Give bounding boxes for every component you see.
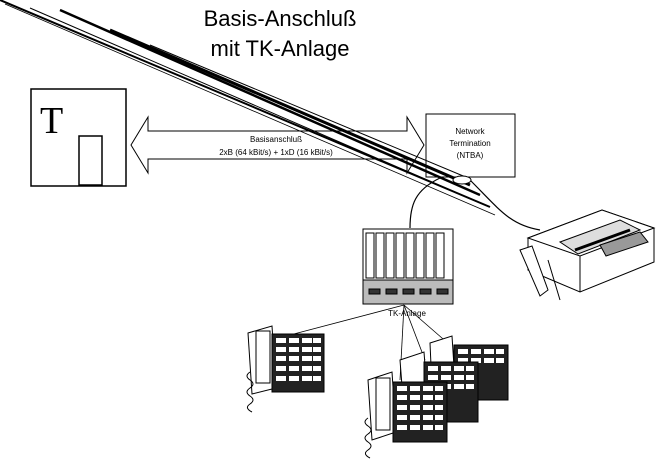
tk-anlage-unit — [362, 228, 454, 305]
telekom-exchange-box: T — [30, 88, 127, 187]
system-phone-left — [246, 325, 325, 413]
basisanschluss-arrow — [130, 115, 425, 175]
diagram-title-line1: Basis-Anschluß — [203, 6, 357, 31]
basisanschluss-label: Basisanschluß — [250, 135, 302, 144]
telekom-logo-letter: T — [40, 100, 63, 142]
diagram-title-line2: mit TK-Anlage — [210, 36, 350, 61]
system-phone-front — [364, 371, 448, 459]
channel-spec-label: 2xB (64 kBit/s) + 1xD (16 kBit/s) — [219, 148, 333, 157]
ntba-label-line3: (NTBA) — [457, 151, 484, 160]
telekom-logo-bar — [78, 135, 103, 186]
ntba-label-line2: Termination — [449, 139, 490, 148]
diagonal-cable-lines — [0, 0, 496, 216]
fax-machine — [519, 209, 656, 301]
fax-cable — [469, 179, 541, 231]
ntba-connector — [452, 175, 472, 185]
tk-anlage-cable — [409, 177, 441, 229]
ntba-label-line1: Network — [455, 127, 485, 136]
ntba-box: Network Termination (NTBA) — [425, 113, 516, 178]
